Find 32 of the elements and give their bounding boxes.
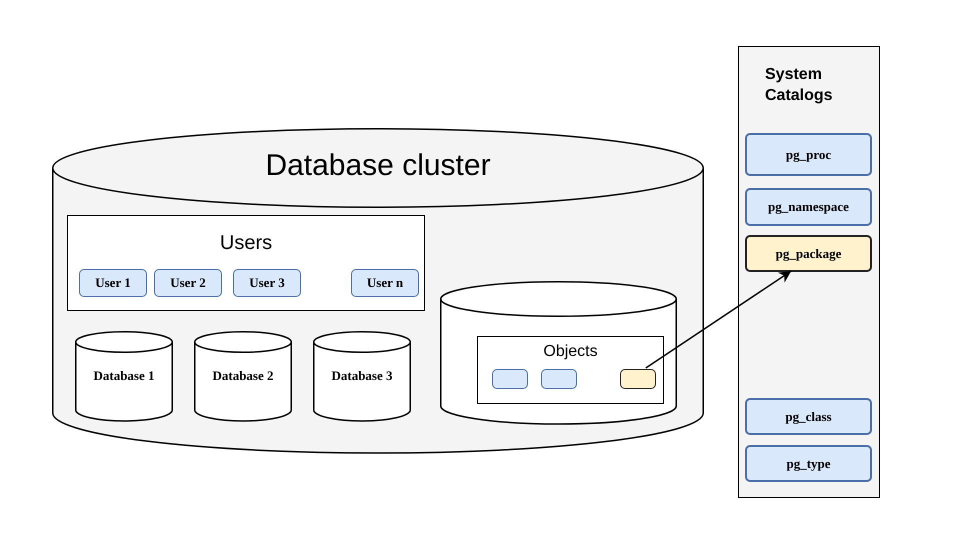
catalog-box xyxy=(745,398,872,435)
catalog-box xyxy=(745,133,872,176)
node-label: Users xyxy=(218,232,274,255)
node-label: pg_namespace xyxy=(767,199,850,215)
node-label: Database 1 xyxy=(92,368,156,384)
catalog-box xyxy=(745,188,872,226)
catalog-box xyxy=(745,235,872,272)
catalog-panel xyxy=(738,46,880,498)
user-box xyxy=(154,269,222,297)
node-label: Database 2 xyxy=(211,368,275,384)
catalog-box xyxy=(745,445,872,482)
node-label: pg_type xyxy=(785,456,832,472)
node-label: pg_proc xyxy=(784,146,832,162)
node-label: User 2 xyxy=(169,275,207,291)
node-label: System Catalogs xyxy=(765,65,834,106)
object-box xyxy=(620,369,656,389)
node-label: Database 3 xyxy=(330,368,394,384)
node-label: pg_class xyxy=(784,408,833,424)
users-panel xyxy=(67,215,425,311)
node-label: Database cluster xyxy=(264,148,492,184)
node-label: Objects xyxy=(542,343,599,361)
node-label: User n xyxy=(366,275,404,291)
node-label: User 3 xyxy=(248,275,286,291)
user-box xyxy=(233,269,301,297)
objects-panel xyxy=(477,336,664,404)
user-box xyxy=(79,269,147,297)
node-label: pg_package xyxy=(774,246,842,262)
object-box xyxy=(492,369,528,389)
object-box xyxy=(541,369,577,389)
node-label: User 1 xyxy=(94,275,132,291)
user-box xyxy=(351,269,419,297)
arrow xyxy=(645,270,792,369)
